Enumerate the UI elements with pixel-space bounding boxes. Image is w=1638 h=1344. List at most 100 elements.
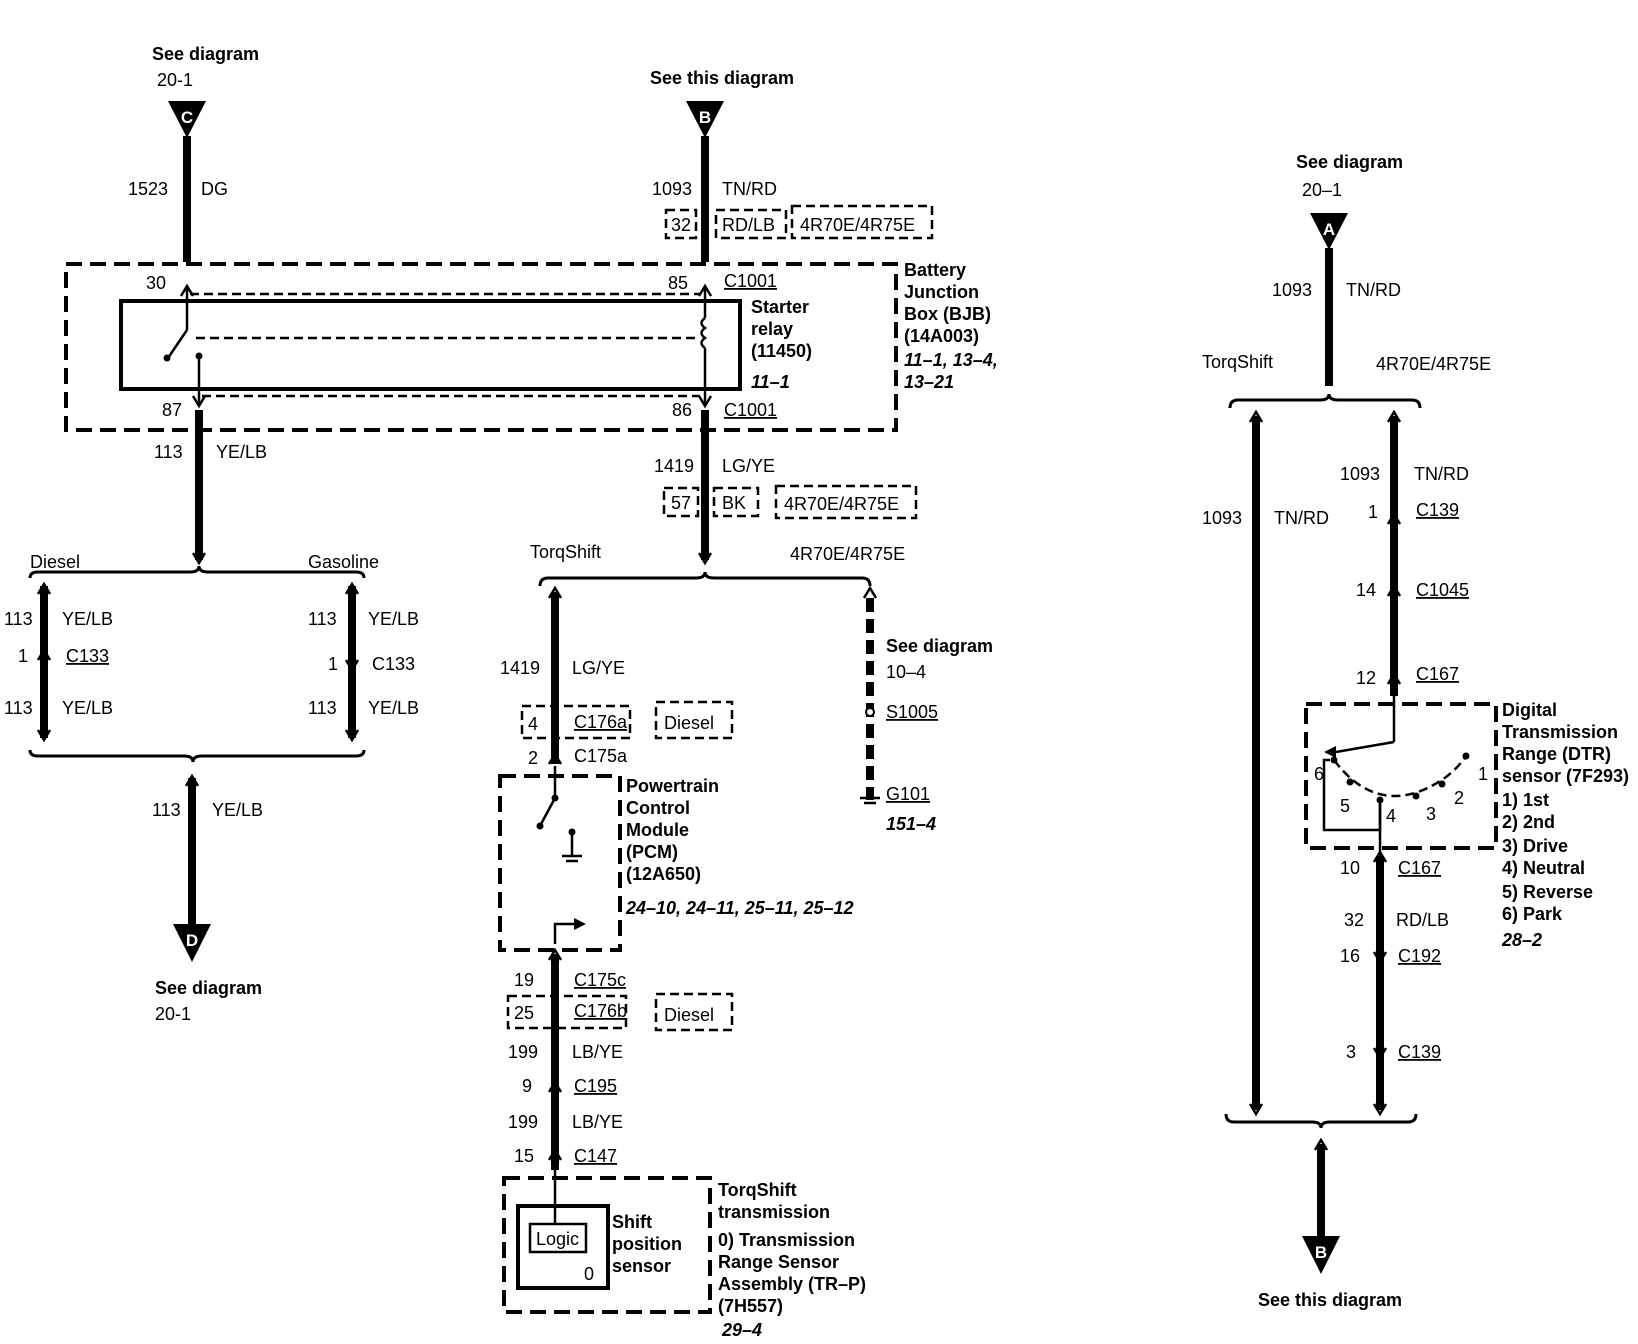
- wire-1093-top-color: TN/RD: [722, 179, 777, 199]
- bjb-conn-top: C1001: [724, 271, 777, 291]
- relay-name-1: Starter: [751, 297, 809, 317]
- bjb-outline: [64, 262, 898, 432]
- wire-199-b-color: LB/YE: [572, 1112, 623, 1132]
- dtr-pos-label-4: 4) Neutral: [1502, 858, 1585, 878]
- pcm-switch-pivot: [536, 822, 544, 830]
- wire-32-dtr-end: [1372, 1103, 1388, 1117]
- bjb-pin-30: 30: [146, 273, 166, 293]
- dtr-wiper-arrow: [1324, 746, 1336, 758]
- variant-box-1-text: 4R70E/4R75E: [800, 215, 915, 235]
- dtr-pos-label-2: 2) 2nd: [1502, 812, 1555, 832]
- wire-1093-a-num: 1093: [1272, 280, 1312, 300]
- torq-sensor-outer: [502, 1176, 712, 1314]
- diesel-bottom-chevron: [36, 729, 52, 743]
- connector-d-ref: 20-1: [155, 1004, 191, 1024]
- wire-1419-pcm-num: 1419: [500, 658, 540, 678]
- wire-1093-top-num: 1093: [652, 179, 692, 199]
- branch-4r: 4R70E/4R75E: [790, 544, 905, 564]
- c133-gas-name: C133: [372, 654, 415, 674]
- relay-name-2: relay: [751, 319, 793, 339]
- connector-a-letter: A: [1323, 220, 1335, 239]
- c167-bot-name: C167: [1398, 858, 1441, 878]
- c176a-name: C176a: [574, 712, 628, 732]
- logic-box: [528, 1222, 588, 1254]
- wire-1093-tq-color: TN/RD: [1274, 508, 1329, 528]
- c192-chevron: [1372, 951, 1388, 965]
- relay-name-3: (11450): [751, 341, 812, 361]
- dtr-pos-5: [1346, 778, 1354, 786]
- dtr-pos-2: [1438, 780, 1446, 788]
- c167-bot-pin: 10: [1340, 858, 1360, 878]
- wire-113-gas-a-color: YE/LB: [368, 609, 419, 629]
- relay-ref: 11–1: [751, 372, 790, 392]
- wire-32-dtr-num: 32: [1344, 910, 1364, 930]
- pcm-output-arrow: [574, 918, 586, 930]
- wire-1093-4r-num: 1093: [1340, 464, 1380, 484]
- c139-top-pin: 1: [1368, 502, 1378, 522]
- splice-ref: 10–4: [886, 662, 926, 682]
- dtr-pin-4: 4: [1386, 806, 1396, 826]
- connector-c-note: See diagram: [152, 44, 259, 64]
- gas-bottom-chevron: [344, 729, 360, 743]
- starter-relay-box: [119, 299, 742, 391]
- ground-g101: G101: [886, 784, 930, 804]
- dtr-pos-3: [1412, 792, 1420, 800]
- splice-s1005: S1005: [886, 702, 938, 722]
- wire-199-a-num: 199: [508, 1042, 538, 1062]
- sensor-label-1: Shift: [612, 1212, 652, 1232]
- c195-chevron: [547, 1079, 563, 1093]
- relay-contact-pivot: [163, 354, 171, 362]
- dtr-pos-label-6: 6) Park: [1502, 904, 1563, 924]
- c175a-chevron: [547, 751, 563, 765]
- bjb-conn-bottom: C1001: [724, 400, 777, 420]
- connector-c-ref: 20-1: [157, 70, 193, 90]
- c147-pin: 15: [514, 1146, 534, 1166]
- c176b-pin: 25: [514, 1003, 534, 1023]
- bjb-pin-85: 85: [668, 273, 688, 293]
- c139-bot-chevron: [1372, 1047, 1388, 1061]
- relay-coil: [700, 316, 708, 350]
- wire-32-dtr-color: RD/LB: [1396, 910, 1449, 930]
- connector-d-triangle: [173, 924, 211, 962]
- wire-113-out-color: YE/LB: [212, 800, 263, 820]
- wire-113-gas-a-num: 113: [308, 609, 337, 629]
- c176b-diesel: Diesel: [664, 1005, 714, 1025]
- torq-title-2: transmission: [718, 1202, 830, 1222]
- pcm-name-2: Control: [626, 798, 690, 818]
- bjb-pin-87: 87: [162, 400, 182, 420]
- sensor-label-2: position: [612, 1234, 682, 1254]
- pcm-name-1: Powertrain: [626, 776, 719, 796]
- pcm-output-lead: [553, 922, 574, 944]
- c175a-name: C175a: [574, 746, 628, 766]
- torq-desc-3: Assembly (TR–P): [718, 1274, 866, 1294]
- brace-right-bottom: [1224, 1113, 1418, 1129]
- dtr-name-4: sensor (7F293): [1502, 766, 1629, 786]
- branch-torqshift-r: TorqShift: [1202, 352, 1273, 372]
- dtr-name-3: Range (DTR): [1502, 744, 1611, 764]
- shift-position-sensor-box: [516, 1204, 610, 1290]
- connector-d-note: See diagram: [155, 978, 262, 998]
- c192-name: C192: [1398, 946, 1441, 966]
- torq-title-1: TorqShift: [718, 1180, 797, 1200]
- bjb-refs-1: 11–1, 13–4,: [904, 350, 998, 370]
- dtr-name-1: Digital: [1502, 700, 1557, 720]
- brace-diesel-gasoline: [28, 565, 366, 579]
- dtr-pos-label-3: 3) Drive: [1502, 836, 1568, 856]
- ground-g101-ref: 151–4: [886, 814, 936, 834]
- wire-113-relay-end: [191, 552, 207, 566]
- connector-b-top-letter: B: [699, 108, 711, 127]
- connector-a-note: See diagram: [1296, 152, 1403, 172]
- c1045-pin: 14: [1356, 580, 1376, 600]
- wire-57-num-frame: [662, 486, 700, 518]
- connector-b-bottom-triangle: [1302, 1236, 1340, 1274]
- wire-1419-relay-color: LG/YE: [722, 456, 775, 476]
- dtr-pos-1: [1462, 752, 1470, 760]
- bjb-name-2: Junction: [904, 282, 979, 302]
- logic-label: Logic: [536, 1229, 579, 1249]
- torq-desc-4: (7H557): [718, 1296, 783, 1316]
- bjb-name-3: Box (BJB): [904, 304, 991, 324]
- wire-113-relay-color: YE/LB: [216, 442, 267, 462]
- wire-32-box-color-frame: [714, 208, 788, 240]
- dtr-output-loop: [1322, 758, 1382, 832]
